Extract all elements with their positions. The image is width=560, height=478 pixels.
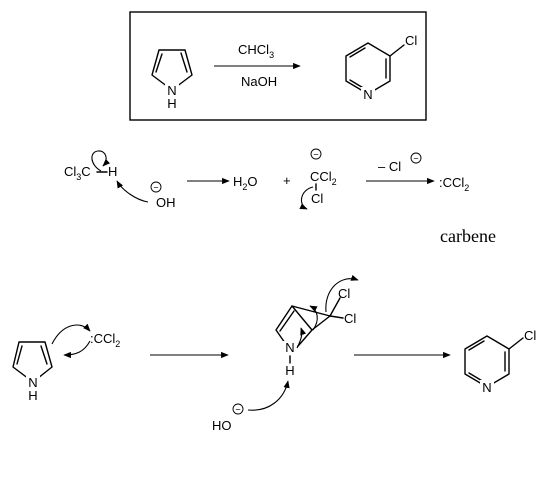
summary-chloropyridine-structure: N Cl xyxy=(345,33,417,102)
pyrrole-structure: N H xyxy=(12,341,53,403)
carbene-label: :CCl2 xyxy=(439,175,469,193)
final-product-n-label: N xyxy=(482,380,491,395)
nh-bond-curly-arrow xyxy=(296,327,307,349)
summary-pyrrole-structure: N H xyxy=(151,49,193,111)
ch-bond-curly-arrow xyxy=(91,150,111,172)
intermediate-h-label: H xyxy=(285,363,294,378)
eliminated-cl-charge: − xyxy=(413,154,418,164)
base-charge-circle xyxy=(232,403,244,415)
cl-leaving-curly-arrow xyxy=(325,274,359,313)
base-charge: − xyxy=(235,405,240,415)
mechanism-step1: Cl3C H − OH H2O + − CCl2 Cl – Cl − :CCl2… xyxy=(64,148,496,246)
summary-product-n-label: N xyxy=(363,87,372,102)
hydroxide-attack-arrow xyxy=(116,180,149,203)
chloroform-label: Cl3C xyxy=(64,164,91,182)
intermediate-cl-top: Cl xyxy=(338,286,350,301)
anion-leaving-cl: Cl xyxy=(311,191,323,206)
carbene-caption: carbene xyxy=(440,226,496,246)
hydroxide-charge-circle xyxy=(150,181,162,193)
intermediate-cl-bottom: Cl xyxy=(344,311,356,326)
summary-reagent-chcl3: CHCl3 xyxy=(238,42,274,60)
ring-bond-curly-arrow xyxy=(309,305,318,331)
anion-charge: − xyxy=(313,150,318,160)
summary-reaction-box: N H CHCl3 NaOH N Cl xyxy=(129,11,427,121)
final-product-cl-label: Cl xyxy=(524,328,536,343)
pyrrole-to-carbene-arrow xyxy=(51,323,91,345)
intermediate-n-label: N xyxy=(285,340,294,355)
eliminated-cl-charge-circle xyxy=(410,152,422,164)
summary-pyrrole-h-label: H xyxy=(167,96,176,111)
water-label: H2O xyxy=(233,174,258,192)
intermediate-structure: Cl Cl N H xyxy=(275,286,356,378)
pyrrole-h-label: H xyxy=(28,388,37,403)
elimination-label: – Cl xyxy=(378,159,401,174)
anion-charge-circle xyxy=(310,148,322,160)
base-ho-label: HO xyxy=(212,418,232,433)
mechanism-step2: N H :CCl2 Cl Cl N H − HO xyxy=(12,274,536,433)
summary-pyrrole-n-label: N xyxy=(167,83,176,98)
hydroxide-label: OH xyxy=(156,195,176,210)
final-chloropyridine-structure: N Cl xyxy=(464,328,536,395)
hydroxide-charge: − xyxy=(153,183,158,193)
carbene-to-pyrrole-arrow xyxy=(63,340,91,359)
step2-carbene-label: :CCl2 xyxy=(90,331,120,349)
anion-ccl2-label: CCl2 xyxy=(310,169,337,187)
summary-product-cl-label: Cl xyxy=(405,33,417,48)
plus-sign: + xyxy=(283,173,291,188)
chloroform-h-label: H xyxy=(108,164,117,179)
base-deprotonation-arrow xyxy=(247,380,290,411)
pyrrole-n-label: N xyxy=(28,375,37,390)
summary-reagent-naoh: NaOH xyxy=(241,74,277,89)
leaving-group-curly-arrow xyxy=(299,186,314,210)
